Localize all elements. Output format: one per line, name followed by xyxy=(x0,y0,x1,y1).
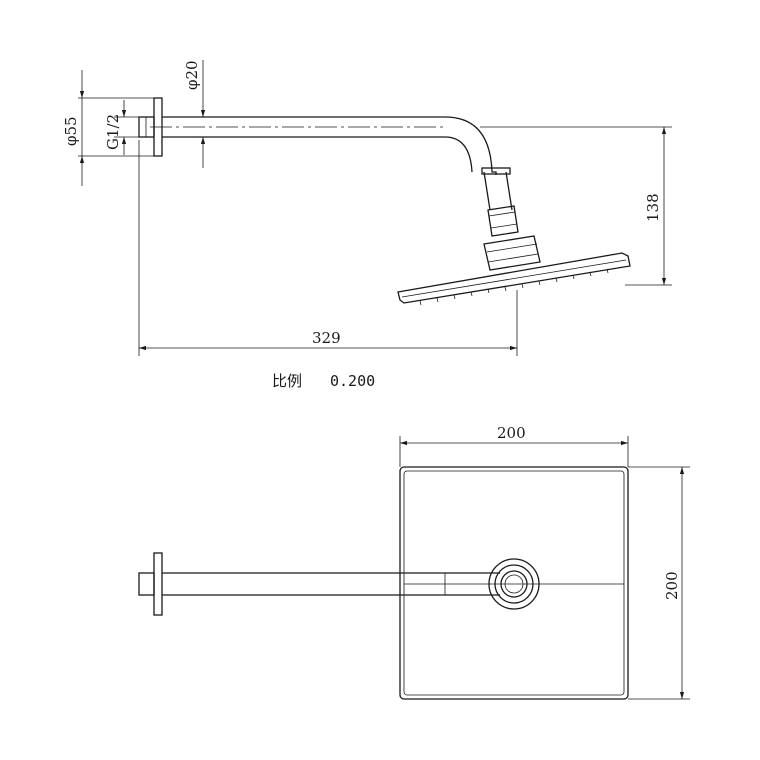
ball-joint xyxy=(483,235,541,271)
square-head-inner xyxy=(403,470,625,696)
square-head-outer xyxy=(399,466,629,700)
dim-length: 329 xyxy=(138,140,518,356)
dim-depth: 200 xyxy=(628,466,690,700)
shower-arm xyxy=(162,116,497,175)
side-view: φ55 G1/2 φ20 138 xyxy=(62,60,672,390)
dim-length-label: 329 xyxy=(312,329,341,347)
plan-view: 200 200 xyxy=(138,424,690,700)
scale-label: 比例 xyxy=(272,372,302,390)
dim-width: 200 xyxy=(399,424,629,467)
dim-outer-diameter: φ55 xyxy=(62,70,154,186)
dim-thread-label: G1/2 xyxy=(104,114,122,150)
shower-head xyxy=(397,252,631,304)
dim-arm-diameter-label: φ20 xyxy=(183,60,201,90)
dim-arm-diameter: φ20 xyxy=(183,60,210,168)
nozzles xyxy=(419,268,609,306)
dim-height-label: 138 xyxy=(644,193,662,222)
swivel-nut xyxy=(487,205,519,237)
scale-value: 0.200 xyxy=(330,372,375,390)
plan-ball-joint xyxy=(488,558,540,610)
drop-pipe xyxy=(483,171,513,211)
plan-wall-flange xyxy=(153,552,163,616)
dim-thread: G1/2 xyxy=(104,100,139,155)
dim-outer-diameter-label: φ55 xyxy=(62,116,80,146)
dim-width-label: 200 xyxy=(497,424,526,442)
dim-height: 138 xyxy=(480,126,672,286)
dim-depth-label: 200 xyxy=(663,571,681,600)
